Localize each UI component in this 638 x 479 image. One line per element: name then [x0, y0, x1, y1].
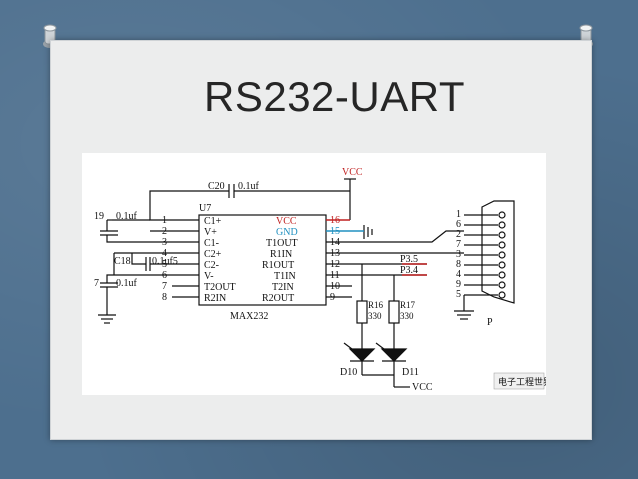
pin-num-2: 2 — [162, 226, 167, 237]
pin-num-5: 5 — [162, 259, 167, 270]
watermark-logo: 电子工程世界 — [498, 376, 546, 387]
pin-name-t2in: T2IN — [272, 282, 294, 293]
pin-name-c1p: C1+ — [204, 216, 222, 227]
r16-resistor — [356, 300, 368, 324]
pin-name-r1out: R1OUT — [262, 260, 294, 271]
p34-label: P3.4 — [400, 265, 418, 276]
pin-num-11: 11 — [330, 270, 340, 281]
pin-name-c1m: C1- — [204, 238, 219, 249]
pin-num-8: 8 — [162, 292, 167, 303]
chip-name-label: MAX232 — [230, 311, 268, 322]
slide-title: RS232-UART — [204, 73, 465, 120]
vcc-bottom-label: VCC — [412, 382, 433, 393]
conn-pin-4: 4 — [456, 269, 461, 280]
pin-name-c2p: C2+ — [204, 249, 222, 260]
r17-resistor — [388, 300, 400, 324]
conn-pin-2: 2 — [456, 229, 461, 240]
conn-pin-6: 6 — [456, 219, 461, 230]
pin-name-t1out: T1OUT — [266, 238, 298, 249]
conn-pin-3: 3 — [456, 249, 461, 260]
pin-name-r1in: R1IN — [270, 249, 292, 260]
conn-pin-9: 9 — [456, 279, 461, 290]
pin-num-12: 12 — [330, 259, 340, 270]
pin-num-4: 4 — [162, 248, 167, 259]
pin-name-t2out: T2OUT — [204, 282, 236, 293]
pin-num-7: 7 — [162, 281, 167, 292]
c17-ref: 7 — [94, 278, 99, 289]
conn-pin-5: 5 — [456, 289, 461, 300]
chip-ref-label: U7 — [199, 203, 211, 214]
max232-schematic: U7 MAX232 1 2 3 4 5 6 7 8 C1+ V+ C1- C2+… — [94, 167, 546, 393]
pin-name-vm: V- — [204, 271, 214, 282]
d11-label: D11 — [402, 367, 419, 378]
pin-num-10: 10 — [330, 281, 340, 292]
c18-value: 0.1uf5 — [152, 256, 178, 267]
pin-name-gnd: GND — [276, 227, 298, 238]
schematic-image: U7 MAX232 1 2 3 4 5 6 7 8 C1+ V+ C1- C2+… — [82, 153, 546, 395]
c19-ref: 19 — [94, 211, 104, 222]
r17-ref: R17 — [400, 300, 416, 310]
pin-num-14: 14 — [330, 237, 340, 248]
pin-num-15: 15 — [330, 226, 340, 237]
r17-value: 330 — [400, 311, 414, 321]
pin-num-16: 16 — [330, 215, 340, 226]
conn-pin-8: 8 — [456, 259, 461, 270]
pin-name-vcc: VCC — [276, 216, 297, 227]
pin-num-3: 3 — [162, 237, 167, 248]
c19-value: 0.1uf — [116, 211, 138, 222]
pin-name-vp: V+ — [204, 227, 217, 238]
c20-ref: C20 — [208, 181, 225, 192]
r16-ref: R16 — [368, 300, 384, 310]
pin-name-c2m: C2- — [204, 260, 219, 271]
r16-value: 330 — [368, 311, 382, 321]
max232-chip — [198, 214, 327, 306]
pin-num-1: 1 — [162, 215, 167, 226]
c17-value: 0.1uf — [116, 278, 138, 289]
conn-pin-1: 1 — [456, 209, 461, 220]
c20-value: 0.1uf — [238, 181, 260, 192]
c18-ref: C18 — [114, 256, 131, 267]
pin-num-6: 6 — [162, 270, 167, 281]
d10-led — [348, 348, 376, 362]
pin-num-9: 9 — [330, 292, 335, 303]
d11-led — [380, 348, 408, 362]
p35-label: P3.5 — [400, 254, 418, 265]
db9-connector — [481, 200, 515, 304]
pin-name-t1in: T1IN — [274, 271, 296, 282]
pin-name-r2in: R2IN — [204, 293, 226, 304]
connector-ref: P — [487, 317, 493, 328]
pin-name-r2out: R2OUT — [262, 293, 294, 304]
conn-pin-7: 7 — [456, 239, 461, 250]
d10-label: D10 — [340, 367, 357, 378]
vcc-top-label: VCC — [342, 167, 363, 178]
pin-num-13: 13 — [330, 248, 340, 259]
